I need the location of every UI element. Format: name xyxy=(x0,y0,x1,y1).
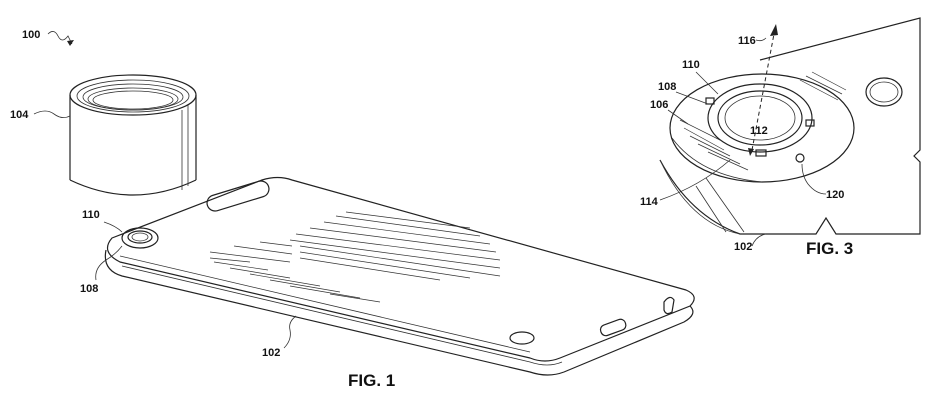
label-fig3-102: 102 xyxy=(734,241,752,253)
fig1-caption: FIG. 1 xyxy=(348,371,395,390)
leader-108 xyxy=(95,245,123,281)
label-108: 108 xyxy=(80,283,98,295)
label-102: 102 xyxy=(262,347,280,359)
leader-104 xyxy=(33,110,71,118)
fig3-caption: FIG. 3 xyxy=(806,239,853,258)
phone-shading xyxy=(209,211,501,303)
leader-102 xyxy=(283,315,297,349)
label-fig3-106: 106 xyxy=(650,99,668,111)
label-110: 110 xyxy=(82,209,100,221)
phone-body xyxy=(104,176,695,376)
fig3-housing xyxy=(659,17,921,235)
label-100: 100 xyxy=(22,29,40,41)
label-fig3-120: 120 xyxy=(826,189,844,201)
leader-100 xyxy=(47,31,73,45)
label-fig3-108: 108 xyxy=(658,81,676,93)
lens-attachment xyxy=(69,74,197,196)
label-fig3-110: 110 xyxy=(682,59,700,71)
arrowhead-100 xyxy=(67,40,74,46)
label-104: 104 xyxy=(10,109,29,121)
label-fig3-112: 112 xyxy=(750,125,768,137)
label-116: 116 xyxy=(738,35,756,47)
fig3-group: 116 110 108 106 112 114 120 102 FIG. 3 xyxy=(640,17,921,258)
fig1-group: 100 104 xyxy=(10,29,695,390)
leader-110 xyxy=(103,221,123,233)
label-fig3-114: 114 xyxy=(640,196,659,208)
